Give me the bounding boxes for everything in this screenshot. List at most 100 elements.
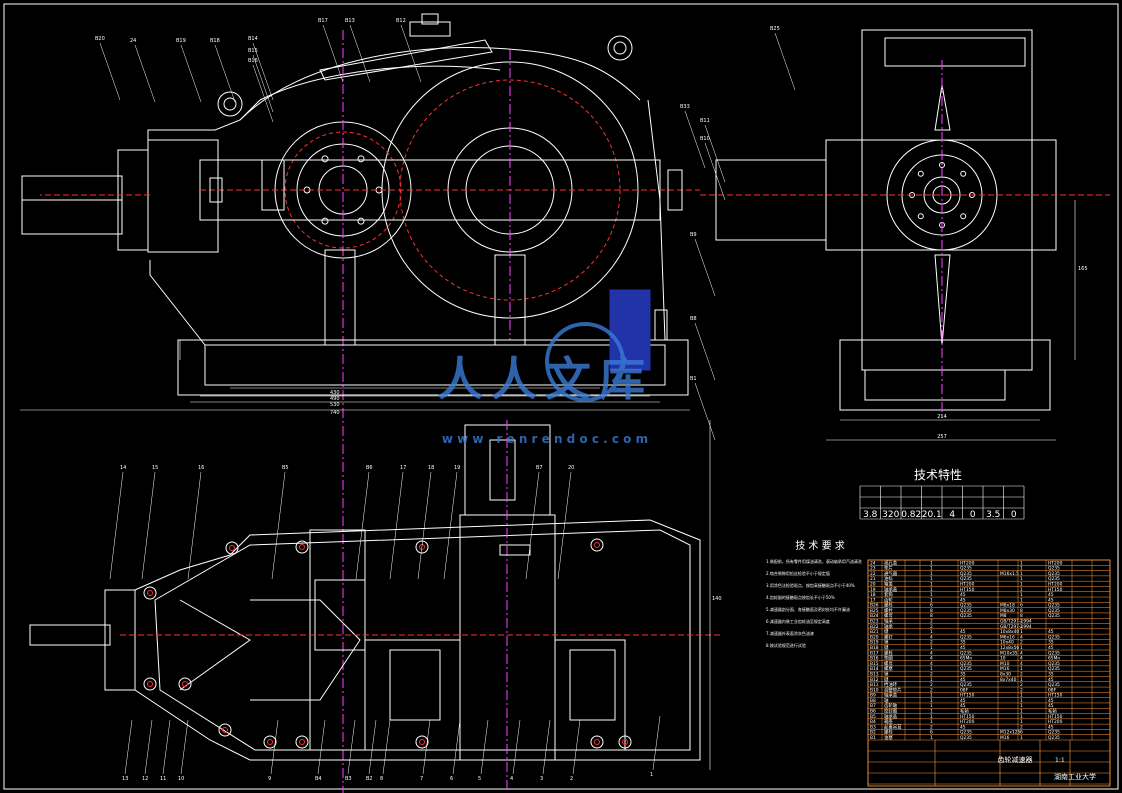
top-callout-label: B20 (95, 36, 105, 42)
bom-cell: 轴承盖 (884, 586, 898, 593)
bom-cell: 起重吊耳 (884, 723, 902, 730)
bom-cell-right: 45 (1048, 597, 1054, 603)
bom-cell: 密封圈 (884, 708, 898, 715)
bom-cell: 1 (930, 645, 933, 651)
pinion-bolt-hole (357, 155, 365, 163)
input-housing-boss (147, 139, 219, 253)
bom-cell: Q235 (960, 730, 972, 736)
bom-cell-right: 2 (1020, 619, 1023, 625)
bom-cell: 17 (870, 597, 876, 603)
bom-cell: 18 (870, 592, 876, 598)
plan-callout-leader-bottom (180, 719, 189, 775)
plan-callout-label-bottom: B3 (345, 776, 352, 782)
bom-cell-right: Q235 (1048, 566, 1060, 572)
bom-cell: 4 (930, 650, 933, 656)
bom-cell: 35 (960, 671, 966, 677)
bom-cell: Q235 (960, 650, 972, 656)
bom-cell: M16x1.5 (1000, 571, 1019, 577)
plan-callout-leader-bottom (317, 719, 326, 775)
plan-bolt-hole (590, 735, 604, 749)
plan-callout-leader-top (141, 471, 156, 580)
plan-input-shaft (29, 624, 111, 646)
plan-callout-label-bottom: 4 (510, 776, 513, 782)
props-value: 4 (949, 510, 955, 520)
housing-upper-contour (239, 47, 641, 121)
bom-cell: 垫片 (884, 565, 893, 572)
bom-cell: Q235 (960, 634, 972, 640)
side-top-cover (884, 37, 1026, 67)
dim-text-530: 530 (330, 402, 340, 408)
bom-cell-right: 45 (1048, 703, 1054, 709)
bom-cell-right: 1 (1020, 576, 1023, 582)
bom-cell-right: 4 (1020, 650, 1023, 656)
watermark-logo-ring (545, 322, 625, 402)
tech-req-line: 1.装配前，所有零件用煤油清洗，滚动轴承用汽油清洗 (766, 558, 862, 564)
bom-cell: 65Mn (960, 656, 972, 662)
bom-cell: B18 (870, 645, 879, 651)
bom-cell: B25 (870, 608, 879, 614)
bom-cell: 08F (960, 687, 969, 693)
top-callout-leader (214, 44, 236, 103)
bom-cell: 1 (930, 560, 933, 566)
bom-cell: B13 (870, 671, 879, 677)
tech-req-line: 4.齿轮副的接触斑点按齿长不小于50% (766, 594, 835, 600)
bom-cell: B23 (870, 619, 879, 625)
bom-cell: 45 (960, 629, 966, 635)
plan-callout-leader-bottom (652, 715, 661, 771)
side-flange-band (825, 139, 1057, 251)
bom-cell: B5 (870, 714, 876, 720)
bom-cell: B9 (870, 693, 876, 699)
tech-req-line: 7.减速器外表面涂灰色油漆 (766, 630, 814, 636)
tech-req-line: 5.减速器剖分面、各接触面及密封处均不许漏油 (766, 606, 850, 612)
top-callout-leader (694, 238, 716, 297)
bom-cell-right: 45 (1048, 724, 1054, 730)
plan-callout-label-top: 17 (400, 465, 406, 471)
bom-cell: 45 (960, 592, 966, 598)
titleblock-school: 湖南工业大学 (1054, 772, 1096, 781)
top-callout-label: B18 (210, 38, 220, 44)
bom-cell-right: 1 (1020, 587, 1023, 593)
bom-cell: 2 (930, 682, 933, 688)
bom-cell-right: 08F (1048, 687, 1057, 693)
watermark: 人人文库 w w w . r e n r e n d o c . c o m (437, 322, 648, 446)
bom-cell: B14 (870, 666, 879, 672)
plan-callout-label-bottom: 12 (142, 776, 148, 782)
props-value: 0 (970, 510, 976, 520)
bom-cell-right: 45 (1048, 677, 1054, 683)
bom-cell: 油标 (884, 575, 893, 582)
bom-cell: 1 (930, 677, 933, 683)
props-value: 3.8 (863, 510, 878, 520)
plan-callout-label-top: 15 (152, 465, 158, 471)
bom-cell: 1 (930, 719, 933, 725)
plan-bolt-hole (218, 723, 232, 737)
plan-bevel-gear (250, 599, 361, 701)
tech-req-line: 3.用涂色法检验斑点，按齿高接触斑点不小于40% (766, 582, 855, 588)
bom-cell-right: 1 (1020, 677, 1023, 683)
bom-cell: 通气器 (884, 570, 898, 577)
side-bolt-hole (917, 170, 924, 177)
bom-cell-right: Q235 (1048, 634, 1060, 640)
bom-cell: 22 (870, 571, 876, 577)
bom-cell: M12x125 (1000, 730, 1021, 736)
dim-text-430: 430 (330, 390, 340, 396)
plan-bolt-hole (178, 677, 192, 691)
bom-cell: B26 (870, 603, 879, 609)
bom-cell: 螺栓 (884, 649, 893, 656)
input-shaft-stub (21, 175, 123, 235)
bom-cell: GB/T297-1994 (1000, 624, 1032, 630)
bom-cell: B8 (870, 698, 876, 704)
side-bolt-hole (939, 162, 945, 168)
bom-cell: B3 (870, 724, 876, 730)
bom-cell: 油塞 (884, 734, 893, 741)
bom-cell: 螺母 (884, 612, 893, 619)
top-callout-leader (252, 64, 274, 123)
bom-cell-right: Q235 (1048, 661, 1060, 667)
bom-cell-right: 2 (1020, 640, 1023, 646)
bom-cell-right: 45 (1048, 629, 1054, 635)
bom-cell: Q235 (960, 571, 972, 577)
bom-cell: 10 (1000, 656, 1006, 662)
bom-cell: 螺钉 (884, 633, 893, 640)
plan-callout-leader-top (417, 471, 432, 580)
bom-cell: 1 (930, 629, 933, 635)
bom-cell: M16 (1000, 666, 1010, 672)
